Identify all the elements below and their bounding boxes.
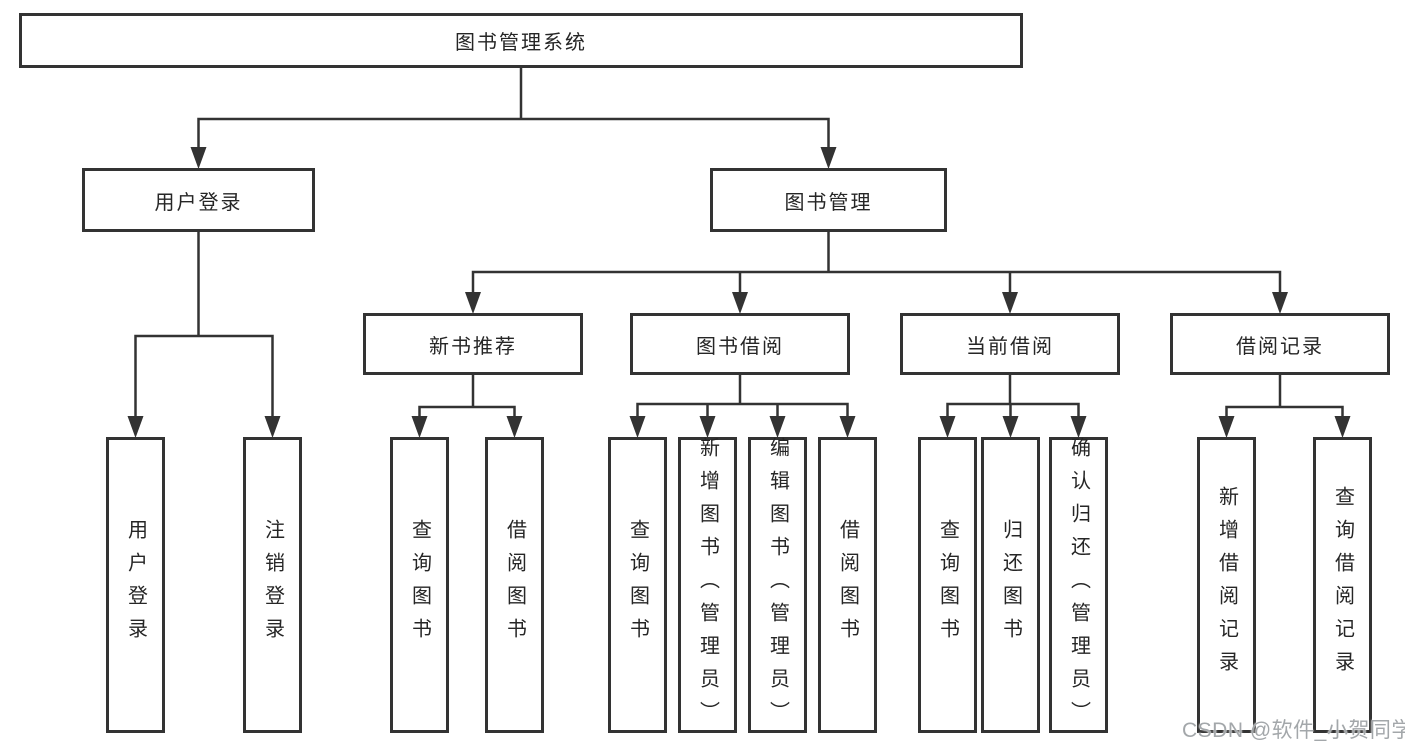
- arrowhead-icon: [465, 292, 481, 314]
- node-library-management-system-label: 图书管理系统: [455, 32, 587, 54]
- node-logout: 注销登录: [243, 437, 302, 733]
- node-return-books-label: 归还图书: [999, 519, 1022, 651]
- node-library-management-system: 图书管理系统: [19, 13, 1023, 68]
- arrowhead-icon: [264, 416, 281, 438]
- arrowhead-icon: [939, 416, 956, 438]
- arrowhead-icon: [190, 147, 207, 169]
- node-return-books: 归还图书: [981, 437, 1040, 733]
- node-current-borrowing: 当前借阅: [900, 313, 1120, 375]
- node-borrow-books-label: 借阅图书: [503, 519, 526, 651]
- node-user-login-action: 用户登录: [106, 437, 165, 733]
- arrowhead-icon: [699, 416, 716, 438]
- connector-current-borrow: [946, 371, 1080, 426]
- node-query-books-label: 查询图书: [626, 519, 649, 651]
- connector-user-login: [134, 228, 274, 426]
- node-user-login-label: 用户登录: [154, 191, 243, 214]
- arrowhead-icon: [1218, 416, 1235, 438]
- node-new-book-recommendation-label: 新书推荐: [429, 335, 517, 358]
- node-current-borrowing-label: 当前借阅: [966, 335, 1054, 358]
- arrowhead-icon: [127, 416, 144, 438]
- node-add-books-admin: 新增图书（管理员）: [678, 436, 737, 734]
- node-query-borrowing-record-label: 查询借阅记录: [1331, 486, 1354, 684]
- arrowhead-icon: [820, 147, 837, 169]
- arrowhead-icon: [1002, 416, 1019, 438]
- node-borrowing-records-label: 借阅记录: [1236, 335, 1324, 358]
- arrowhead-icon: [732, 292, 748, 314]
- connector-root: [197, 64, 830, 157]
- node-book-borrowing: 图书借阅: [630, 313, 850, 375]
- node-borrow-books: 借阅图书: [818, 437, 877, 733]
- node-query-books: 查询图书: [608, 437, 667, 733]
- arrowhead-icon: [506, 416, 523, 438]
- node-add-borrowing-record: 新增借阅记录: [1197, 437, 1256, 733]
- node-borrow-books: 借阅图书: [485, 437, 544, 733]
- node-borrow-books-label: 借阅图书: [836, 519, 859, 651]
- node-book-management: 图书管理: [710, 168, 947, 232]
- node-new-book-recommendation: 新书推荐: [363, 313, 583, 375]
- node-query-books: 查询图书: [918, 437, 977, 733]
- connector-book-borrow: [636, 371, 849, 426]
- connector-book-mgmt: [471, 228, 1282, 302]
- node-query-books-label: 查询图书: [936, 519, 959, 651]
- node-confirm-return-admin: 确认归还（管理员）: [1049, 436, 1108, 734]
- arrowhead-icon: [411, 416, 428, 438]
- arrowhead-icon: [1070, 416, 1087, 438]
- node-logout-label: 注销登录: [261, 519, 284, 651]
- node-user-login-action-label: 用户登录: [124, 519, 147, 651]
- watermark-text: CSDN @软件_小贺同学: [1182, 719, 1405, 742]
- connector-borrow-records: [1225, 371, 1344, 426]
- arrowhead-icon: [769, 416, 786, 438]
- arrowhead-icon: [1002, 292, 1018, 314]
- connector-new-books: [418, 371, 516, 426]
- node-query-borrowing-record: 查询借阅记录: [1313, 437, 1372, 733]
- node-add-books-admin-label: 新增图书（管理员）: [696, 436, 719, 734]
- arrowhead-icon: [839, 416, 856, 438]
- node-book-management-label: 图书管理: [784, 191, 873, 214]
- node-confirm-return-admin-label: 确认归还（管理员）: [1067, 436, 1090, 734]
- arrowhead-icon: [1334, 416, 1351, 438]
- node-query-books-label: 查询图书: [408, 519, 431, 651]
- arrowhead-icon: [629, 416, 646, 438]
- node-edit-books-admin: 编辑图书（管理员）: [748, 436, 807, 734]
- node-book-borrowing-label: 图书借阅: [696, 335, 784, 358]
- node-user-login: 用户登录: [82, 168, 315, 232]
- node-borrowing-records: 借阅记录: [1170, 313, 1390, 375]
- node-edit-books-admin-label: 编辑图书（管理员）: [766, 436, 789, 734]
- node-add-borrowing-record-label: 新增借阅记录: [1215, 486, 1238, 684]
- node-query-books: 查询图书: [390, 437, 449, 733]
- arrowhead-icon: [1272, 292, 1288, 314]
